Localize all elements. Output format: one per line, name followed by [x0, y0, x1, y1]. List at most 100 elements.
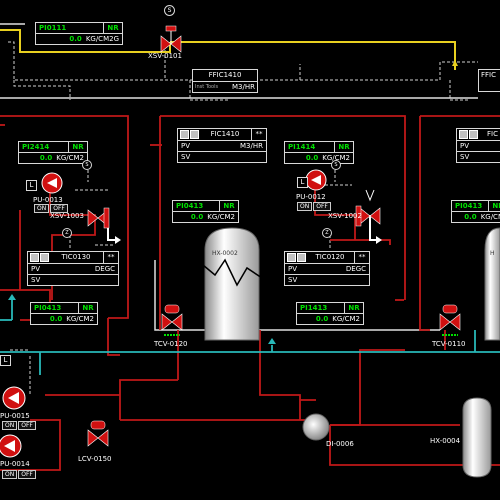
- pump-pu0014[interactable]: [0, 434, 22, 458]
- pi2414-value: 0.0: [39, 154, 53, 162]
- fic-right-pv-label: PV: [460, 142, 470, 150]
- tic0130-status: **: [103, 252, 118, 263]
- pi2414-tag: PI2414: [22, 143, 50, 151]
- pu0013-off-button[interactable]: OFF: [50, 204, 68, 213]
- pi2414-unit: KG/CM2: [56, 154, 84, 162]
- tic0130-mode-icon[interactable]: [40, 253, 49, 262]
- yellow-arrow: [452, 60, 458, 66]
- pi0413c-tag: PI0413: [455, 202, 483, 210]
- valve-xsv0101[interactable]: [160, 25, 182, 53]
- valve-tcv0110[interactable]: [439, 304, 461, 336]
- ffic1410-sub: Inst Tools: [195, 84, 219, 90]
- pi0413b-unit: KG/CM2: [66, 315, 94, 323]
- pi0413c-value: 0.0: [464, 213, 477, 221]
- pu0013-on-button[interactable]: ON: [34, 204, 50, 213]
- pu0015-on-button[interactable]: ON: [2, 421, 18, 430]
- tic0130-unit: DEGC: [94, 265, 115, 273]
- valve-xsv1003[interactable]: [87, 207, 110, 229]
- ffic1410-unit: M3/HR: [232, 83, 255, 91]
- pump-pu0015[interactable]: [2, 386, 26, 410]
- pump-pu0013[interactable]: [41, 172, 63, 194]
- pu0013-local-indicator: L: [26, 180, 37, 191]
- pu0014-on-button[interactable]: ON: [2, 470, 18, 479]
- cyan-arrow-left: [8, 294, 16, 300]
- hx-0004-vessel[interactable]: [462, 397, 492, 478]
- pu0014-off-button[interactable]: OFF: [18, 470, 36, 479]
- faceplate-icon-right[interactable]: [459, 130, 468, 139]
- pi0111-status: NR: [103, 23, 122, 33]
- pu0014-label: PU-0014: [0, 460, 30, 468]
- tic0130-tag: TIC0130: [61, 253, 91, 261]
- tic0120-z-indicator: Z: [322, 228, 332, 238]
- pu0013-s-indicator: S: [82, 160, 92, 170]
- valve-tcv0120[interactable]: [161, 304, 183, 336]
- tic0130-faceplate-icon[interactable]: [30, 253, 39, 262]
- mode-icon-right[interactable]: [469, 130, 478, 139]
- hx-0002-vessel[interactable]: [202, 227, 263, 341]
- valve-lcv0150[interactable]: [87, 420, 109, 447]
- pi0111-value: 0.0: [69, 35, 82, 43]
- tcv0120-label: TCV-0120: [154, 340, 188, 348]
- pu0012-local-indicator: L: [297, 177, 308, 188]
- faceplate-icon[interactable]: [180, 130, 189, 139]
- pu0015-off-button[interactable]: OFF: [18, 421, 36, 430]
- hx-right-vessel[interactable]: [484, 227, 500, 341]
- pu0013-label: PU-0013: [33, 196, 63, 204]
- valve-xsv1002[interactable]: [355, 189, 381, 227]
- lcv0150-label: LCV-0150: [78, 455, 112, 463]
- pi1413-unit: KG/CM2: [332, 315, 360, 323]
- pu0012-off-button[interactable]: OFF: [313, 202, 331, 211]
- pump-pu0012[interactable]: [305, 169, 327, 191]
- xsv0101-s-indicator: S: [164, 5, 175, 16]
- pi0111-unit: KG/CM2G: [85, 35, 119, 43]
- pi0413b-status: NR: [78, 303, 97, 313]
- pi1414-tag: PI1414: [288, 143, 316, 151]
- cyan-arrow: [268, 338, 276, 344]
- tic0120-unit: DEGC: [345, 265, 366, 273]
- mode-icon[interactable]: [190, 130, 199, 139]
- pi0413c-status: NR: [488, 201, 500, 211]
- red-pipes: [0, 115, 500, 471]
- tic0120-mode-icon[interactable]: [297, 253, 306, 262]
- pu0012-s-indicator: S: [331, 160, 341, 170]
- fic-right-tag: FIC: [487, 130, 498, 138]
- fic1410-pv-label: PV: [181, 142, 191, 150]
- di0006-label: DI-0006: [326, 440, 354, 448]
- ffic-right-box[interactable]: FFIC: [478, 69, 500, 92]
- tic0120-faceplate-icon[interactable]: [287, 253, 296, 262]
- ffic1410-box[interactable]: FFIC1410 Inst Tools M3/HR: [192, 69, 258, 93]
- white-arrow-2: [376, 236, 382, 244]
- pi0413c-box[interactable]: PI0413 NR 0.0KG/CM: [451, 200, 500, 223]
- fic-right-sv-label: SV: [460, 153, 470, 161]
- pi2414-status: NR: [68, 142, 87, 152]
- fic1410-sv-label: SV: [181, 153, 191, 161]
- hx-right-label: H: [490, 250, 495, 257]
- tic0120-pv-label: PV: [288, 265, 298, 273]
- tic0120-tag: TIC0120: [315, 253, 345, 261]
- pi1414-value: 0.0: [305, 154, 319, 162]
- pi1413-value: 0.0: [315, 315, 329, 323]
- di-0006-sphere[interactable]: [302, 413, 330, 441]
- fic-right-box[interactable]: FIC PV SV: [456, 128, 500, 163]
- tic0120-status: **: [354, 252, 369, 263]
- cyan-pipes: [0, 300, 500, 375]
- tic0130-z-indicator: Z: [62, 228, 72, 238]
- fic1410-status: **: [251, 129, 266, 140]
- pi1413-status: NR: [344, 303, 363, 313]
- pu0012-on-button[interactable]: ON: [297, 202, 313, 211]
- pu0015-local-indicator: L: [0, 355, 11, 366]
- pi0413c-unit: KG/CM: [480, 213, 500, 221]
